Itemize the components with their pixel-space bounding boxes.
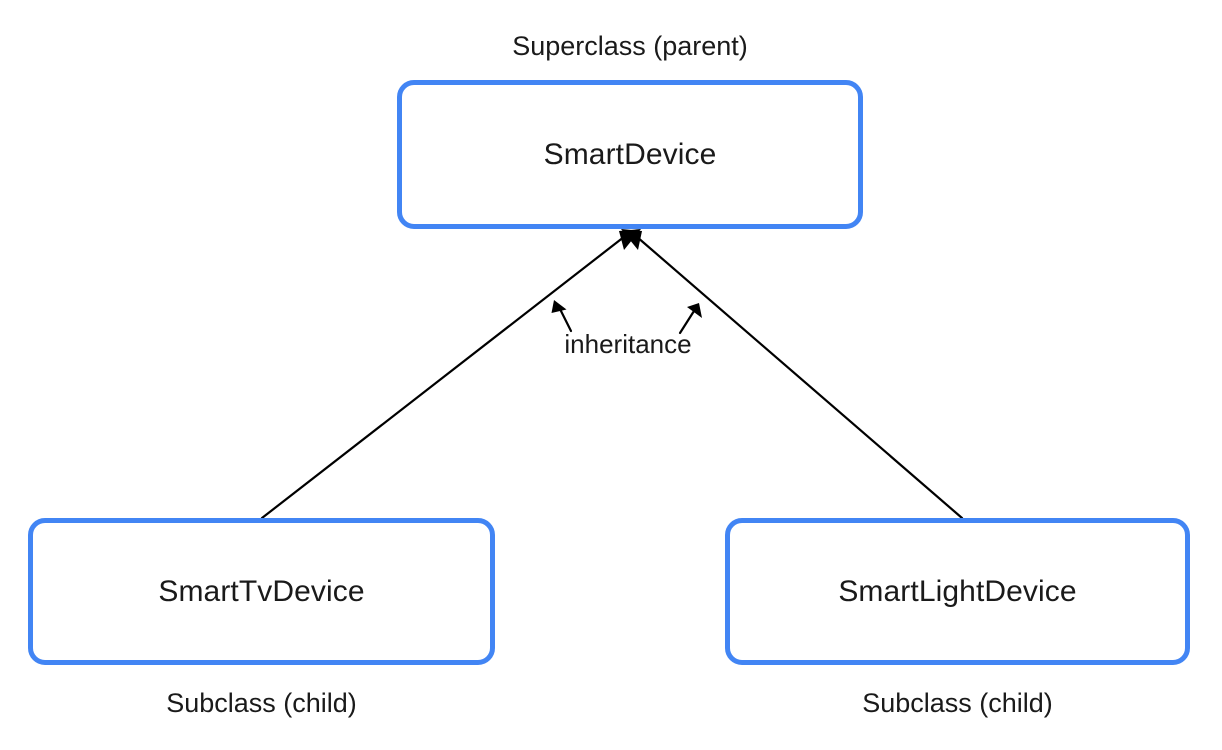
subclass-tv-caption: Subclass (child) <box>166 688 357 718</box>
class-box-smarttvdevice[interactable]: SmartTvDevice <box>28 518 495 665</box>
class-name-smartdevice: SmartDevice <box>543 137 717 171</box>
inheritance-arrow-tv <box>260 229 641 520</box>
superclass-caption: Superclass (parent) <box>512 31 748 61</box>
inheritance-pointer-left-icon <box>551 300 573 333</box>
class-name-smartlightdevice: SmartLightDevice <box>838 574 1077 608</box>
inheritance-label: inheritance <box>564 329 692 359</box>
class-box-smartlightdevice[interactable]: SmartLightDevice <box>725 518 1190 665</box>
subclass-light-caption: Subclass (child) <box>862 688 1053 718</box>
inheritance-arrow-light <box>621 229 964 520</box>
class-name-smarttvdevice: SmartTvDevice <box>158 574 365 608</box>
class-box-smartdevice[interactable]: SmartDevice <box>397 80 863 229</box>
